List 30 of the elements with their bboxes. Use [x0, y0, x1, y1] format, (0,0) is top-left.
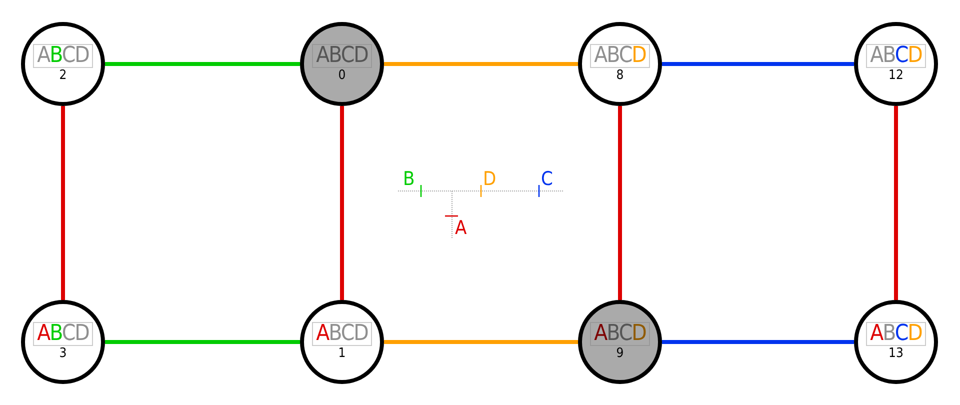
node-number: 3 — [58, 346, 68, 361]
state-letters: ABCD — [590, 322, 650, 346]
state-letters: ABCD — [590, 44, 650, 68]
connector-line — [340, 106, 344, 300]
node-number: 0 — [337, 68, 347, 83]
state-letters: ABCD — [33, 322, 93, 346]
state-letters: ABCD — [866, 44, 926, 68]
connector-line — [662, 340, 854, 344]
node-number: 1 — [337, 346, 347, 361]
state-letters: ABCD — [866, 322, 926, 346]
connector-line — [618, 106, 622, 300]
connector-line — [662, 62, 854, 66]
node-number: 9 — [615, 346, 625, 361]
node-number: 8 — [615, 68, 625, 83]
node-number: 13 — [888, 346, 904, 361]
axis-label: B — [403, 170, 415, 189]
axis-label: D — [483, 170, 496, 189]
state-letters: ABCD — [312, 44, 372, 68]
node-number: 2 — [58, 68, 68, 83]
axis-label: C — [541, 170, 553, 189]
connector-line — [61, 106, 65, 300]
state-letters: ABCD — [312, 322, 372, 346]
state-letters: ABCD — [33, 44, 93, 68]
connector-line — [384, 340, 578, 344]
connector-line — [894, 106, 898, 300]
connector-line — [105, 62, 300, 66]
axis-label: A — [455, 219, 467, 238]
connector-line — [384, 62, 578, 66]
connector-line — [105, 340, 300, 344]
node-number: 12 — [888, 68, 904, 83]
